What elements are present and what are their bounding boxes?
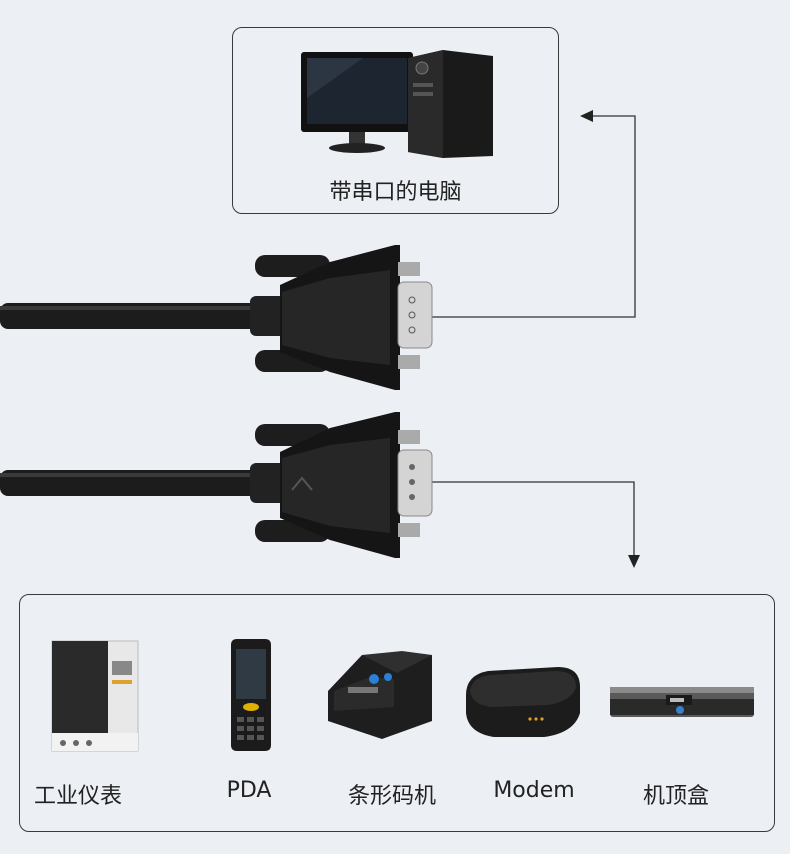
arrow-to-computer	[432, 115, 636, 318]
modem-icon	[466, 667, 580, 737]
computer-label: 带串口的电脑	[329, 180, 462, 205]
device-label: 机顶盒	[642, 784, 709, 809]
arrow-head-left	[580, 110, 593, 122]
devices-box: 工业仪表 PDA 条形码机	[19, 594, 775, 832]
computer-box: 带串口的电脑	[232, 27, 559, 214]
device-label: PDA	[226, 778, 272, 803]
arrow-head-down	[628, 555, 640, 568]
device-label: 条形码机	[347, 784, 436, 809]
device-pda: PDA	[179, 595, 319, 831]
device-modem: Modem	[464, 595, 604, 831]
set-top-box-icon	[610, 687, 754, 717]
device-barcode-printer: 条形码机	[322, 595, 462, 831]
device-industrial-meter: 工业仪表	[8, 595, 148, 831]
bottom-db9-connector	[0, 412, 433, 558]
device-label: Modem	[493, 778, 575, 803]
barcode-printer-icon	[328, 651, 432, 739]
desktop-computer-icon	[301, 50, 493, 158]
pda-scanner-icon	[231, 639, 271, 751]
top-db9-connector	[0, 245, 433, 390]
device-label: 工业仪表	[33, 784, 122, 809]
arrow-to-devices	[432, 481, 635, 556]
industrial-meter-icon	[51, 640, 139, 752]
device-set-top-box: 机顶盒	[606, 595, 754, 831]
